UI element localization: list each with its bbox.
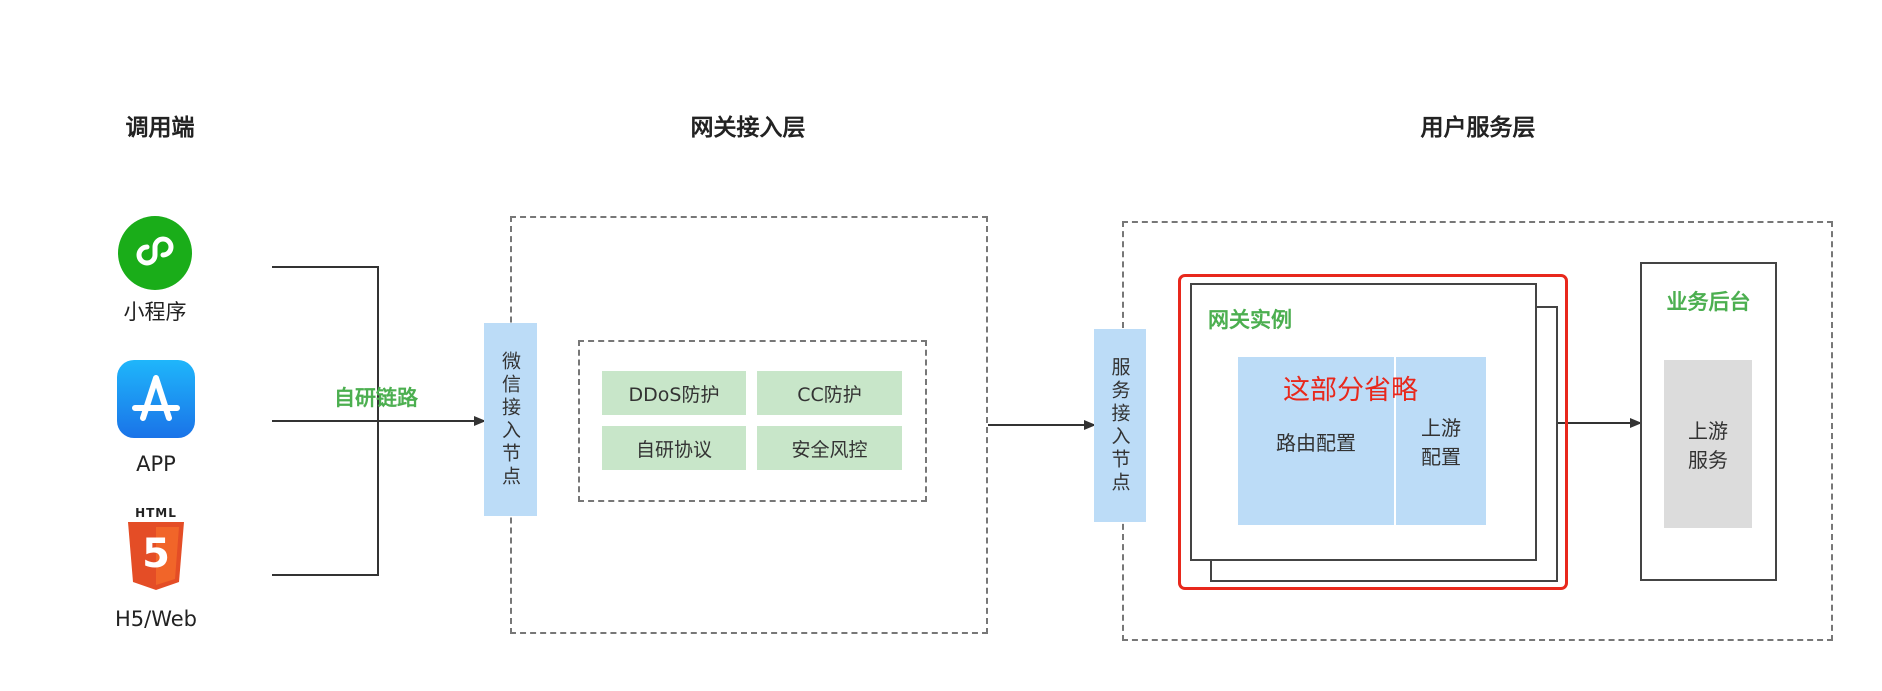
business-backend-title: 业务后台 [1666, 290, 1751, 314]
caller-column-title: 调用端 [125, 115, 195, 141]
service-access-node: 服务接入节点 [1094, 329, 1146, 522]
html5-icon: HTML 5 [124, 506, 188, 592]
omitted-note: 这部分省略 [1283, 375, 1418, 406]
upstream-service-line2: 服务 [1688, 448, 1728, 472]
mini-program-label: 小程序 [123, 300, 187, 324]
upstream-config-line2: 配置 [1421, 445, 1461, 469]
upstream-service-box: 上游 服务 [1664, 360, 1752, 528]
routing-config-cell: 路由配置 [1238, 357, 1394, 525]
h5-web-label: H5/Web [114, 607, 197, 631]
security-risk-control-cell: 安全风控 [757, 426, 902, 470]
upstream-service-line1: 上游 [1688, 419, 1728, 443]
ddos-protection-cell: DDoS防护 [602, 371, 746, 415]
cc-protection-cell: CC防护 [757, 371, 902, 415]
wechat-access-node: 微信接入节点 [484, 323, 537, 516]
highlight-frame [1178, 274, 1568, 590]
html5-icon-text: HTML [135, 506, 177, 520]
gateway-access-column-title: 网关接入层 [690, 115, 806, 141]
app-store-icon [117, 360, 195, 438]
user-service-column-title: 用户服务层 [1420, 115, 1536, 141]
html5-badge-number: 5 [142, 531, 170, 577]
self-protocol-cell: 自研协议 [602, 426, 746, 470]
self-developed-link-label: 自研链路 [334, 386, 418, 410]
mini-program-icon [117, 215, 193, 291]
app-label: APP [136, 452, 176, 476]
upstream-config-line1: 上游 [1421, 416, 1461, 440]
protection-group-box [578, 340, 927, 502]
gateway-instance-title: 网关实例 [1208, 308, 1292, 332]
upstream-config-cell: 上游 配置 [1396, 357, 1486, 525]
